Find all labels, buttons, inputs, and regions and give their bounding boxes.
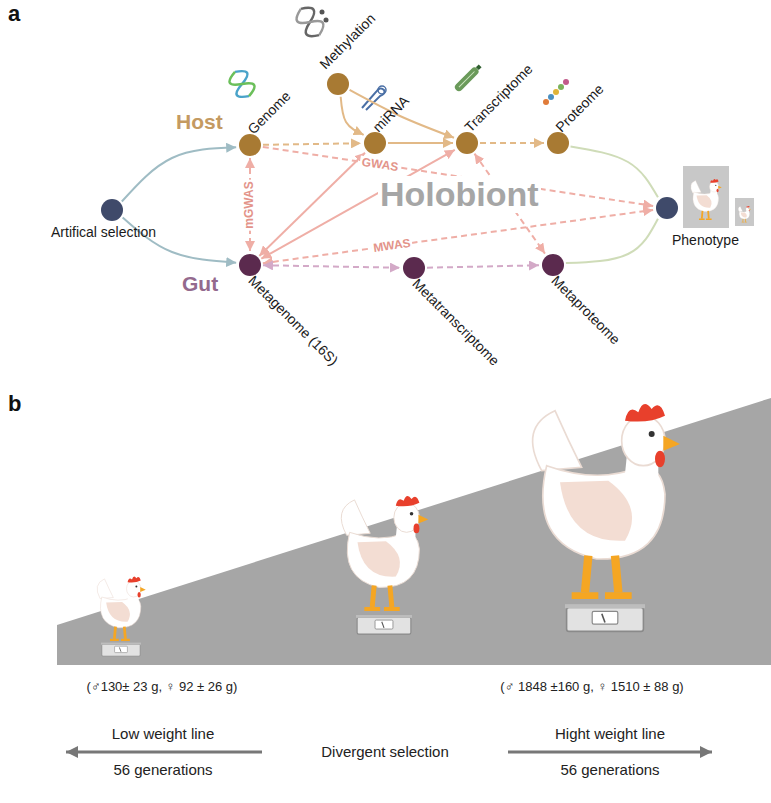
weight-wedge xyxy=(57,398,771,665)
region-label: Gut xyxy=(182,272,218,295)
relation-connector xyxy=(566,219,658,263)
annotation-text: 56 generations xyxy=(560,762,659,779)
relation-connector xyxy=(122,147,236,201)
region-label: Holobiont xyxy=(378,176,541,213)
relation-connector xyxy=(123,217,237,262)
node-label: Artifical selection xyxy=(51,225,156,240)
relation-connector xyxy=(263,265,400,268)
relation-connector xyxy=(388,142,453,144)
relation-connector xyxy=(263,147,653,206)
node-label: miRNA xyxy=(370,93,412,135)
node-label: Proteome xyxy=(553,81,607,135)
omics-circle: Transcriptome xyxy=(456,132,478,154)
omics-circle: miRNA xyxy=(364,132,386,154)
relation-connector xyxy=(263,210,653,263)
omics-circle: Methylation xyxy=(327,73,349,95)
panel-letter: b xyxy=(8,392,21,416)
edge-label: mGWAS xyxy=(243,179,256,230)
phenotype-images xyxy=(683,166,754,228)
relation-connector xyxy=(427,265,539,267)
edge-label: GWAS xyxy=(359,155,401,174)
relation-connector xyxy=(571,146,658,197)
node-label: Genome xyxy=(245,88,294,137)
relation-connector xyxy=(261,150,454,259)
node-label: Metatranscriptome xyxy=(409,276,502,369)
relation-connector xyxy=(480,142,544,144)
omics-circle: Phenotype xyxy=(656,197,678,219)
node-label: Metagenome (16S) xyxy=(245,273,341,369)
annotation-text: (♂130± 23 g, ♀ 92 ± 26 g) xyxy=(87,680,238,694)
panel-letter: a xyxy=(8,2,20,26)
relation-connector xyxy=(249,158,251,251)
edge-label: MWAS xyxy=(370,236,413,255)
omics-circle: Metatranscriptome xyxy=(403,257,425,279)
node-label: Transcriptome xyxy=(462,61,536,135)
omics-circle: Genome xyxy=(239,134,261,156)
selection-arrow-right xyxy=(508,751,712,754)
relation-connector xyxy=(474,154,544,254)
methylation-icon xyxy=(293,3,329,41)
chickens xyxy=(97,404,680,656)
node-label: Phenotype xyxy=(672,233,739,248)
annotation-text: Hight weight line xyxy=(555,726,665,743)
relation-connector xyxy=(350,90,454,138)
relation-connector xyxy=(259,153,365,256)
annotation-text: Low weight line xyxy=(112,726,215,743)
omics-circle: Proteome xyxy=(547,132,569,154)
annotation-text: (♂ 1848 ±160 g, ♀ 1510 ± 88 g) xyxy=(500,680,683,694)
omics-circle: Metaproteome xyxy=(542,254,564,276)
dna-icon xyxy=(226,67,257,101)
relation-connector xyxy=(341,97,364,135)
annotation-text: Divergent selection xyxy=(321,744,449,761)
node-label: Methylation xyxy=(317,10,379,72)
region-label: Host xyxy=(176,110,223,133)
selection-arrow-left xyxy=(66,751,262,754)
omics-circle: Artifical selection xyxy=(101,199,123,221)
proteome-icon xyxy=(543,79,569,105)
transcriptome-icon xyxy=(453,63,483,93)
relation-connector xyxy=(263,143,361,145)
node-label: Metaproteome xyxy=(548,273,623,348)
annotation-text: 56 generations xyxy=(113,762,212,779)
omics-circle: Metagenome (16S) xyxy=(239,254,261,276)
